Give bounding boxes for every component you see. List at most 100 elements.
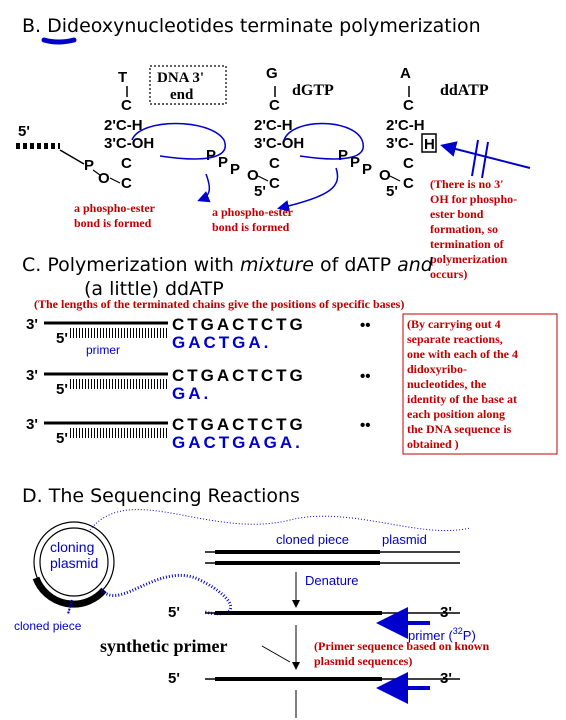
- cloned-piece-top: cloned piece: [276, 532, 349, 547]
- svg-text:GA.: GA.: [172, 384, 211, 403]
- section-d-title: D. The Sequencing Reactions: [22, 485, 300, 507]
- svg-text:CTGACTCTG: CTGACTCTG: [172, 315, 306, 334]
- svg-text:P: P: [362, 161, 372, 178]
- reaction-row-3: 3' 5' CTGACTCTG •• GACTGAGA.: [26, 415, 371, 452]
- svg-text:5': 5': [168, 670, 180, 687]
- svg-text:P: P: [218, 154, 228, 171]
- svg-text:••: ••: [360, 417, 371, 434]
- svg-text:CTGACTCTG: CTGACTCTG: [172, 366, 306, 385]
- section-c-title: C. Polymerization with mixture of dATP a…: [22, 254, 434, 276]
- section-b-title: B. Dideoxynucleotides terminate polymeri…: [22, 15, 481, 37]
- svg-text:3'C-OH: 3'C-OH: [254, 135, 304, 152]
- svg-text:5': 5': [168, 604, 180, 621]
- primer-32p-label: primer (32P): [408, 626, 476, 643]
- cloned-piece-left: cloned piece: [14, 619, 82, 633]
- phospho-bond-2-l2: bond is formed: [212, 220, 290, 234]
- svg-text:3': 3': [26, 316, 38, 333]
- svg-text:ester bond: ester bond: [430, 207, 484, 221]
- svg-text:••: ••: [360, 368, 371, 385]
- svg-text:3': 3': [26, 416, 38, 433]
- svg-text:obtained ): obtained ): [407, 437, 459, 451]
- svg-text:CTGACTCTG: CTGACTCTG: [172, 415, 306, 434]
- svg-text:P: P: [350, 154, 360, 171]
- svg-text:2'C-H: 2'C-H: [254, 117, 293, 134]
- svg-text:5': 5': [56, 330, 68, 347]
- synthetic-primer-label: synthetic primer: [100, 636, 227, 656]
- svg-text:••: ••: [360, 317, 371, 334]
- svg-text:(There is no 3': (There is no 3': [430, 177, 503, 191]
- svg-text:plasmid: plasmid: [50, 555, 98, 571]
- svg-text:separate reactions,: separate reactions,: [407, 332, 503, 346]
- svg-text:P: P: [230, 161, 240, 178]
- svg-text:C: C: [403, 97, 414, 114]
- svg-text:C: C: [403, 175, 414, 192]
- reactions-note: (By carrying out 4 separate reactions, o…: [407, 317, 518, 451]
- base-a: A: [400, 65, 411, 82]
- svg-text:5': 5': [254, 183, 266, 200]
- svg-text:termination of: termination of: [430, 237, 505, 251]
- primer-note-2: plasmid sequences): [314, 654, 412, 668]
- svg-text:3': 3': [26, 367, 38, 384]
- svg-text:each position along: each position along: [407, 407, 505, 421]
- section-c-title-line2: (a little) ddATP: [84, 278, 224, 300]
- svg-text:C: C: [121, 155, 132, 172]
- svg-text:identity of the base at: identity of the base at: [407, 392, 517, 406]
- svg-text:P: P: [338, 147, 348, 164]
- reaction-row-1: 3' 5' CTGACTCTG •• GACTGA. primer: [26, 315, 371, 357]
- phospho-bond-1-l2: bond is formed: [74, 216, 152, 230]
- svg-text:H: H: [424, 136, 435, 153]
- svg-text:C: C: [269, 175, 280, 192]
- label-dgtp: dGTP: [292, 82, 334, 99]
- svg-text:formation, so: formation, so: [430, 222, 498, 236]
- svg-text:2'C-H: 2'C-H: [386, 117, 425, 134]
- no-oh-note: (There is no 3' OH for phospho- ester bo…: [430, 177, 517, 281]
- svg-text:2'C-H: 2'C-H: [104, 117, 143, 134]
- svg-text:P: P: [84, 157, 94, 174]
- svg-text:OH for phospho-: OH for phospho-: [430, 192, 517, 206]
- svg-text:C: C: [269, 155, 280, 172]
- base-t: T: [118, 69, 127, 86]
- phospho-bond-2-l1: a phospho-ester: [212, 205, 294, 219]
- svg-text:C: C: [269, 97, 280, 114]
- svg-text:GACTGA.: GACTGA.: [172, 333, 271, 352]
- svg-text:occurs): occurs): [430, 267, 467, 281]
- svg-text:one with each of the 4: one with each of the 4: [407, 347, 518, 361]
- base-g: G: [266, 65, 278, 82]
- svg-text:3': 3': [440, 670, 452, 687]
- svg-text:5': 5': [56, 430, 68, 447]
- primer-label: primer: [86, 343, 120, 357]
- svg-text:C: C: [403, 155, 414, 172]
- svg-text:O: O: [98, 170, 110, 187]
- svg-text:P: P: [206, 147, 216, 164]
- reaction-row-2: 3' 5' CTGACTCTG •• GA.: [26, 366, 371, 403]
- svg-text:C: C: [121, 175, 132, 192]
- dna-end-label-2: end: [170, 87, 194, 103]
- dna-end-box: [149, 65, 227, 105]
- label-ddatp: ddATP: [440, 82, 489, 99]
- svg-text:nucleotides, the: nucleotides, the: [407, 377, 487, 391]
- svg-text:5': 5': [56, 381, 68, 398]
- svg-text:C: C: [121, 97, 132, 114]
- cloning-plasmid-diagram: cloning plasmid cloned piece: [14, 521, 115, 633]
- svg-text:3'C-: 3'C-: [386, 135, 414, 152]
- svg-text:3': 3': [440, 604, 452, 621]
- primer-note-1: (Primer sequence based on known: [314, 639, 489, 653]
- reactions-note-box: [402, 313, 558, 455]
- denature-label: Denature: [305, 573, 358, 588]
- five-prime-b: 5': [18, 123, 30, 140]
- svg-text:cloning: cloning: [50, 539, 94, 555]
- plasmid-label: plasmid: [382, 532, 427, 547]
- svg-text:(By carrying out 4: (By carrying out 4: [407, 317, 501, 331]
- svg-text:O: O: [379, 167, 391, 184]
- phospho-bond-1-l1: a phospho-ester: [74, 201, 156, 215]
- svg-text:GACTGAGA.: GACTGAGA.: [172, 433, 303, 452]
- dna-end-label-1: DNA 3': [157, 70, 204, 86]
- svg-text:O: O: [247, 167, 259, 184]
- dide-underline: [41, 37, 77, 45]
- svg-text:5': 5': [386, 183, 398, 200]
- svg-text:polymerization: polymerization: [430, 252, 508, 266]
- svg-text:the DNA sequence is: the DNA sequence is: [407, 422, 512, 436]
- lengths-note: (The lengths of the terminated chains gi…: [34, 297, 404, 311]
- svg-text:3'C-OH: 3'C-OH: [104, 135, 154, 152]
